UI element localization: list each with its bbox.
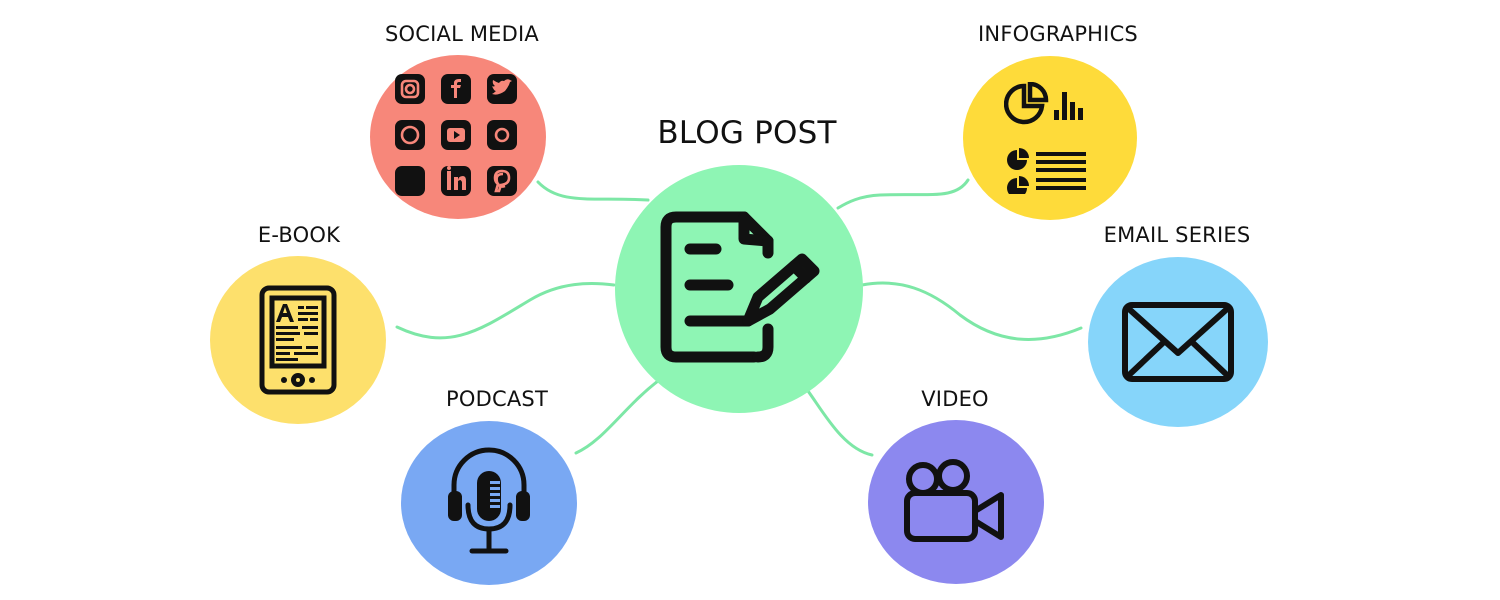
connector-podcast [574,376,664,455]
viber-icon [395,166,425,196]
podcast-microphone-icon [446,445,532,561]
connector-infographics [836,178,970,210]
envelope-icon [1121,301,1235,383]
connector-video [800,381,874,457]
whatsapp-icon [395,120,425,150]
podcast-label: PODCAST [446,387,548,411]
podcast-circle [401,421,577,585]
e-book-circle [210,256,386,424]
social-media-label: SOCIAL MEDIA [385,22,539,46]
instagram-icon [395,74,425,104]
video-circle [868,420,1044,584]
ereader-icon [258,284,338,396]
document-edit-icon [654,209,824,369]
email-series-label: EMAIL SERIES [1103,223,1251,247]
snapchat-icon [487,120,517,150]
email-series-circle [1088,257,1268,427]
infographics-label: INFOGRAPHICS [978,22,1138,46]
connector-email-series [860,281,1083,341]
connector-e-book [395,282,616,340]
blog-post-circle [615,165,863,413]
infographics-circle [963,56,1137,220]
charts-icon [1004,82,1096,194]
video-camera-icon [903,459,1009,545]
video-label: VIDEO [921,387,989,411]
social-media-circle [370,55,546,219]
pinterest-icon [487,166,517,196]
blog-post-label: BLOG POST [657,115,837,151]
e-book-label: E-BOOK [257,223,341,247]
connector-social-media [536,180,650,202]
social-media-grid-icon [395,74,521,200]
